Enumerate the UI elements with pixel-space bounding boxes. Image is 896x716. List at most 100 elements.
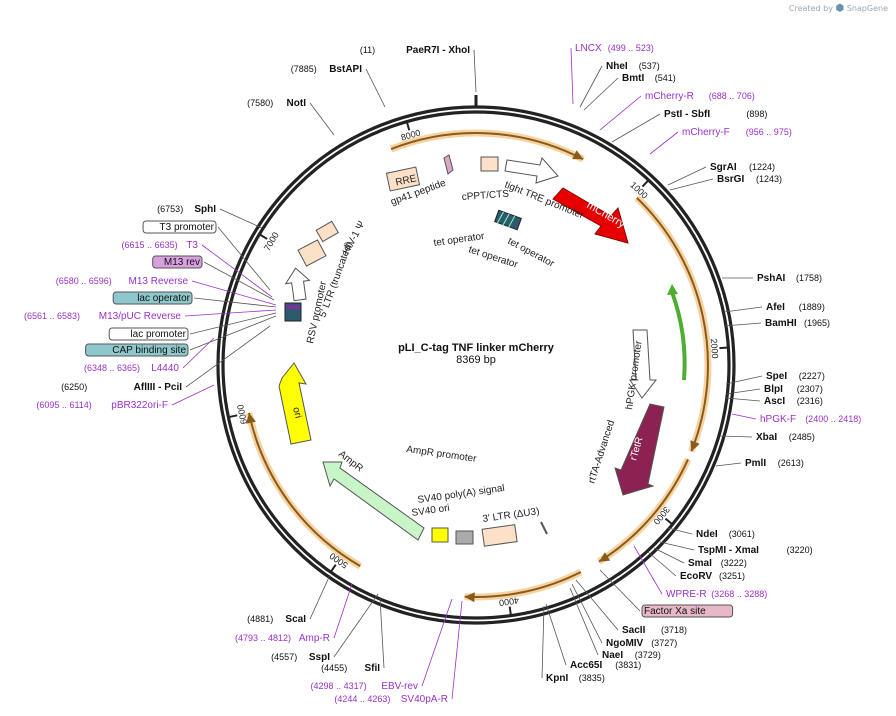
site-label[interactable]: AscI(2316): [764, 396, 823, 407]
leader-line: [217, 226, 271, 291]
site-label[interactable]: SgrAI(1224): [710, 162, 775, 173]
site-position: (1965): [804, 318, 830, 328]
site-label[interactable]: NgoMIV(3727): [606, 638, 677, 649]
site-label[interactable]: SpeI(2227): [766, 371, 825, 382]
label-ampr-promoter: AmpR promoter: [406, 444, 478, 465]
feature-sv40-ori[interactable]: [455, 530, 474, 545]
orange-feature-arc[interactable]: [598, 458, 689, 563]
orange-feature-arc[interactable]: [390, 132, 584, 161]
site-label[interactable]: XbaI(2485): [756, 432, 815, 443]
site-name: M13 rev: [164, 257, 200, 268]
site-position: (1224): [749, 162, 775, 172]
orange-feature-arc[interactable]: [464, 571, 582, 598]
site-label[interactable]: lac promoter: [108, 327, 189, 341]
feature-mCherry[interactable]: mCherry: [552, 187, 629, 244]
site-label[interactable]: pBR322ori-F(6095 .. 6114): [36, 400, 168, 411]
site-label[interactable]: M13/pUC Reverse(6561 .. 6583): [24, 311, 181, 322]
feature-label-rre: RRE: [395, 173, 418, 188]
site-label[interactable]: SacII(3718): [622, 625, 687, 636]
site-label[interactable]: PaeR7I - XhoI(11): [360, 45, 470, 56]
site-label[interactable]: PstI - SbfI(898): [664, 109, 767, 120]
site-position: (2613): [778, 458, 804, 468]
feature-hpgk-promoter[interactable]: [629, 329, 658, 399]
leader-line: [599, 569, 641, 612]
orange-feature-arc[interactable]: [248, 412, 361, 567]
site-label[interactable]: NaeI(3729): [602, 650, 661, 661]
site-label[interactable]: NotI(7580): [247, 98, 306, 109]
leader-line: [723, 306, 763, 313]
feature-cppt-cts[interactable]: [480, 156, 499, 172]
site-label[interactable]: BstAPI(7885): [291, 64, 362, 75]
orange-arc-arrowhead: [246, 412, 256, 424]
feature-rsv-promoter[interactable]: [284, 266, 312, 302]
site-label[interactable]: NheI(537): [606, 61, 660, 72]
plasmid-size: 8369 bp: [456, 354, 496, 366]
leader-line: [667, 527, 693, 535]
site-label[interactable]: EcoRV(3251): [680, 571, 745, 582]
orange-feature-arc[interactable]: [636, 197, 709, 452]
site-label[interactable]: mCherry-F(956 .. 975): [682, 127, 792, 138]
feature-5-ltr[interactable]: [297, 239, 327, 267]
site-label[interactable]: TspMI - XmaI(3220): [698, 545, 813, 556]
site-label[interactable]: mCherry-R(688 .. 706): [645, 91, 755, 102]
feature-tight-tre-promoter[interactable]: [504, 156, 559, 184]
backbone-inner-ring: [221, 110, 731, 620]
feature-ampr[interactable]: AmpR: [322, 449, 425, 541]
site-label[interactable]: BlpI(2307): [764, 384, 823, 395]
site-position: (6095 .. 6114): [36, 400, 91, 410]
leader-line: [182, 337, 215, 369]
site-label[interactable]: T3 promoter: [142, 220, 217, 234]
site-label[interactable]: BsrGI(1243): [717, 174, 782, 185]
site-label[interactable]: M13 rev: [152, 255, 203, 269]
site-label[interactable]: ScaI(4881): [247, 614, 306, 625]
site-name: PmlI: [745, 458, 766, 469]
leader-line: [583, 77, 619, 111]
leader-line: [189, 312, 277, 335]
site-name: PstI - SbfI: [664, 109, 710, 120]
site-label[interactable]: BamHI(1965): [765, 318, 830, 329]
site-label[interactable]: EBV-rev(4298 .. 4317): [311, 681, 418, 692]
site-position: (3718): [661, 625, 687, 635]
site-label[interactable]: lac operator: [112, 291, 193, 305]
site-label[interactable]: SfiI(4455): [321, 663, 380, 674]
leader-line: [649, 131, 679, 155]
site-label[interactable]: PshAI(1758): [757, 273, 822, 284]
site-label[interactable]: KpnI(3835): [546, 673, 605, 684]
feature-tet-operators[interactable]: [494, 209, 522, 231]
site-label[interactable]: T3(6615 .. 6635): [122, 240, 199, 251]
feature-ampr-promoter-box[interactable]: [431, 527, 449, 543]
site-label[interactable]: hPGK-F(2400 .. 2418): [760, 414, 861, 425]
site-label[interactable]: M13 Reverse(6580 .. 6596): [56, 276, 189, 287]
feature-rre[interactable]: RRE: [385, 166, 421, 192]
site-label[interactable]: LNCX(499 .. 523): [575, 43, 654, 54]
feature-label-ori: ori: [290, 406, 303, 419]
site-label[interactable]: SV40pA-R(4244 .. 4263): [334, 694, 448, 705]
site-label[interactable]: WPRE-R(3268 .. 3288): [666, 589, 767, 600]
feature-ori[interactable]: ori: [278, 362, 312, 445]
feature-gp41-peptide[interactable]: [443, 154, 454, 175]
site-label[interactable]: BmtI(541): [622, 73, 676, 84]
site-label[interactable]: AfeI(1889): [766, 302, 825, 313]
leader-line: [715, 462, 742, 467]
leader-line: [725, 397, 761, 402]
ruler-tick: [405, 121, 411, 131]
feature-rtta-advanced[interactable]: rTetR: [614, 403, 665, 496]
leader-line: [203, 261, 275, 301]
site-label[interactable]: L4440(6348 .. 6365): [84, 363, 179, 374]
ruler-tick-label: 2000: [709, 338, 720, 359]
site-label[interactable]: AflIII - PciI(6250): [61, 382, 182, 393]
site-label[interactable]: NdeI(3061): [696, 529, 755, 540]
site-label[interactable]: Acc65I(3831): [570, 660, 641, 671]
leader-line: [725, 388, 761, 395]
site-name: NaeI: [602, 650, 623, 661]
site-label[interactable]: SphI(6753): [157, 204, 216, 215]
site-label[interactable]: Amp-R(4793 .. 4812): [235, 633, 330, 644]
site-label[interactable]: CAP binding site: [85, 343, 189, 357]
site-label[interactable]: SmaI(3222): [688, 558, 747, 569]
site-position: (4881): [247, 614, 273, 624]
feature-hiv1-psi[interactable]: [315, 220, 339, 243]
site-label[interactable]: PmlI (2613): [745, 458, 804, 469]
feature-3-ltr[interactable]: [481, 524, 518, 547]
site-label[interactable]: SspI(4557): [271, 652, 330, 663]
site-label[interactable]: Factor Xa site: [641, 604, 734, 618]
